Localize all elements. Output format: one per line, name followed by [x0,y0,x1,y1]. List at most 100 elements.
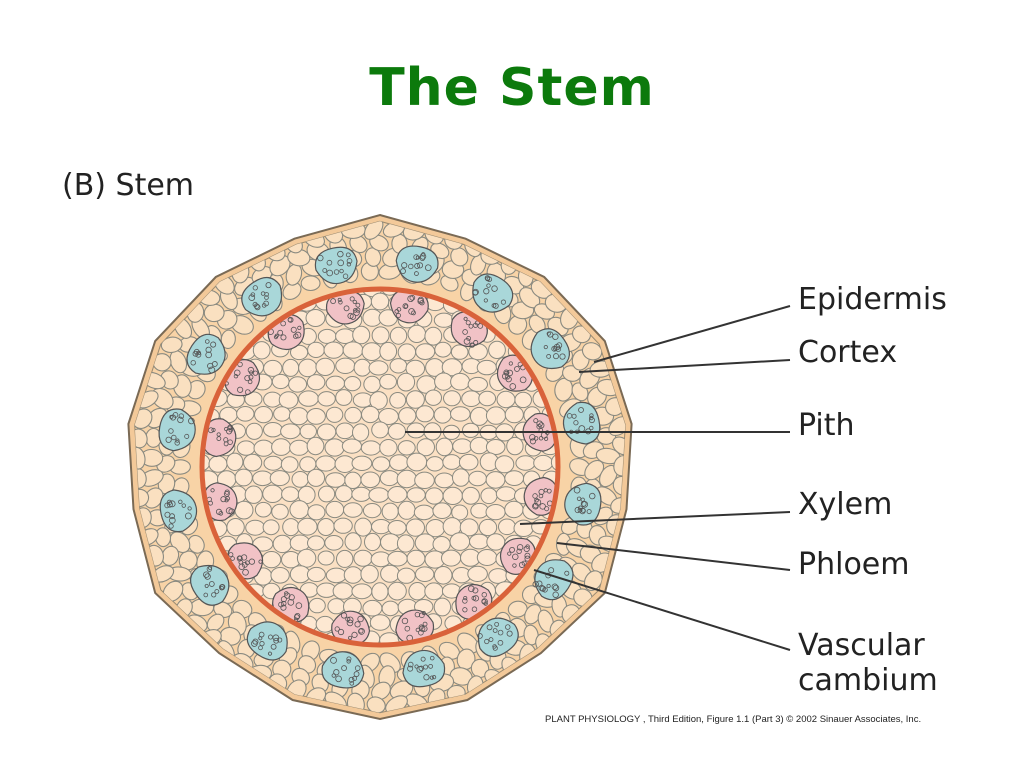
pith-cell [317,328,337,344]
pith-cell [253,439,274,457]
cortex-cell [203,303,225,323]
pith-cell [296,548,317,568]
phloem-bundle [530,328,570,370]
pith-cell [449,532,471,551]
pith-cell [433,312,454,328]
phloem-bundle [241,277,283,317]
pith-cell [317,391,336,407]
pith-cell [226,452,244,471]
pith-cell [363,375,381,393]
pith-cell [469,406,489,426]
phloem-bundle [321,651,365,689]
pith-cell [280,423,301,440]
phloem-bundle [186,333,226,375]
phloem-bundle [314,246,358,285]
pith-cell [335,357,356,374]
pith-cell [262,519,280,536]
pith-cell [387,486,408,503]
pith-cell [387,550,408,567]
pith-cell [315,357,336,376]
pith-cell [414,471,435,489]
pith-cell [263,455,283,471]
xylem-label: Xylem [798,487,893,522]
pith-cell [352,325,371,345]
pith-cell [298,390,319,407]
pith-cell [325,567,347,584]
pith-cell [325,375,346,391]
pith-cell [354,517,373,537]
phloem-bundle [395,245,439,283]
pith-cell [280,456,299,473]
pith-cell [234,468,253,487]
pith-cell [434,372,454,391]
pith-cell [476,359,497,376]
pith-cell [307,535,325,551]
phloem-bundle [159,489,198,533]
pith-cell [306,468,326,487]
cortex-cell [282,281,302,301]
pith-cell [324,438,345,457]
pith-cell [506,436,524,456]
pith-cell [261,551,282,569]
pith-cell [278,391,299,409]
pith-cell [495,486,517,502]
cortex-cell [583,570,603,591]
pith-cell [406,422,426,439]
pith-cell [398,407,417,425]
pith-cell [478,390,497,407]
pith-cell [450,344,469,360]
phloem-bundle [158,408,196,452]
pith-cell [244,485,263,504]
pith-cell [387,423,406,440]
pith-cell [467,376,488,392]
pith-cell [387,581,407,601]
pith-cell [254,501,272,518]
pith-cell [353,549,373,567]
epidermis-label: Epidermis [798,282,947,317]
pith-cell [452,468,470,487]
pith-cell [341,438,362,454]
pith-cell [494,455,515,474]
pith-cell [370,292,390,311]
pith-cell [396,469,417,489]
phloem-bundle [472,273,514,313]
cortex-cell [611,436,626,456]
pith-cell [424,389,442,406]
pith-cell [308,597,326,614]
pith-cell [299,423,317,440]
pith-cell [405,390,425,409]
cortex-cell [160,336,183,354]
pith-cell [414,533,436,553]
pith-cell [442,454,462,470]
cortex-cell [613,455,626,477]
pith-cell [271,438,292,456]
slide-title: The Stem [369,58,655,118]
pith-cell [316,423,337,441]
pith-cell [323,341,344,359]
pith-cell [263,359,283,377]
pith-cell [325,500,345,519]
pith-cell [317,518,335,536]
pith-cell [289,439,310,456]
pith-cell [450,372,471,391]
phloem-bundle [477,617,519,657]
pith-cell [462,422,480,438]
pith-cell [272,534,293,554]
pith-cell [389,358,408,374]
phloem-bundle [246,621,288,661]
phloem-bundle [562,401,601,445]
phloem-leader-line [556,542,791,571]
pith-cell [289,500,310,520]
pith-cell [389,326,408,345]
pith-cell [415,405,435,423]
pith-cell [360,564,379,584]
pith-cell [379,439,398,457]
pith-cell [515,455,536,471]
pith-cell [380,564,400,583]
pith-cell [451,504,469,521]
pith-cell [504,470,525,487]
pith-cell [362,503,382,519]
epidermis-leader-line [593,305,791,363]
pith-cell [514,391,533,409]
pith-cell [435,437,454,457]
